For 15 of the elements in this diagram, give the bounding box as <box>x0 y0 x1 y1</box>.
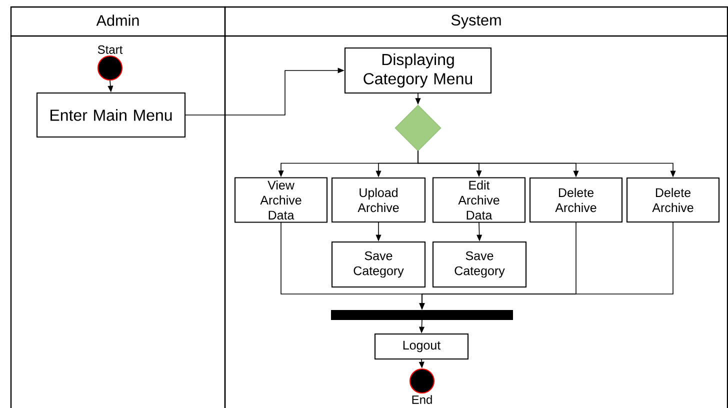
activity-box: Delete Archive <box>626 177 720 223</box>
activity-box: Displaying Category Menu <box>344 47 492 94</box>
activity-box: Edit Archive Data <box>432 177 526 223</box>
decision-diamond <box>394 104 442 152</box>
activity-box: Upload Archive <box>331 177 426 223</box>
activity-box: Enter Main Menu <box>36 92 186 138</box>
activity-box: Save Category <box>331 241 426 288</box>
state-circle <box>97 55 123 81</box>
state-label: End <box>412 395 432 404</box>
activity-box: Delete Archive <box>529 177 623 223</box>
activity-box: Logout <box>374 333 469 360</box>
activity-box: Save Category <box>432 241 527 288</box>
activity-box: View Archive Data <box>234 177 328 223</box>
state-label: Start <box>98 45 123 54</box>
state-circle <box>409 368 435 394</box>
